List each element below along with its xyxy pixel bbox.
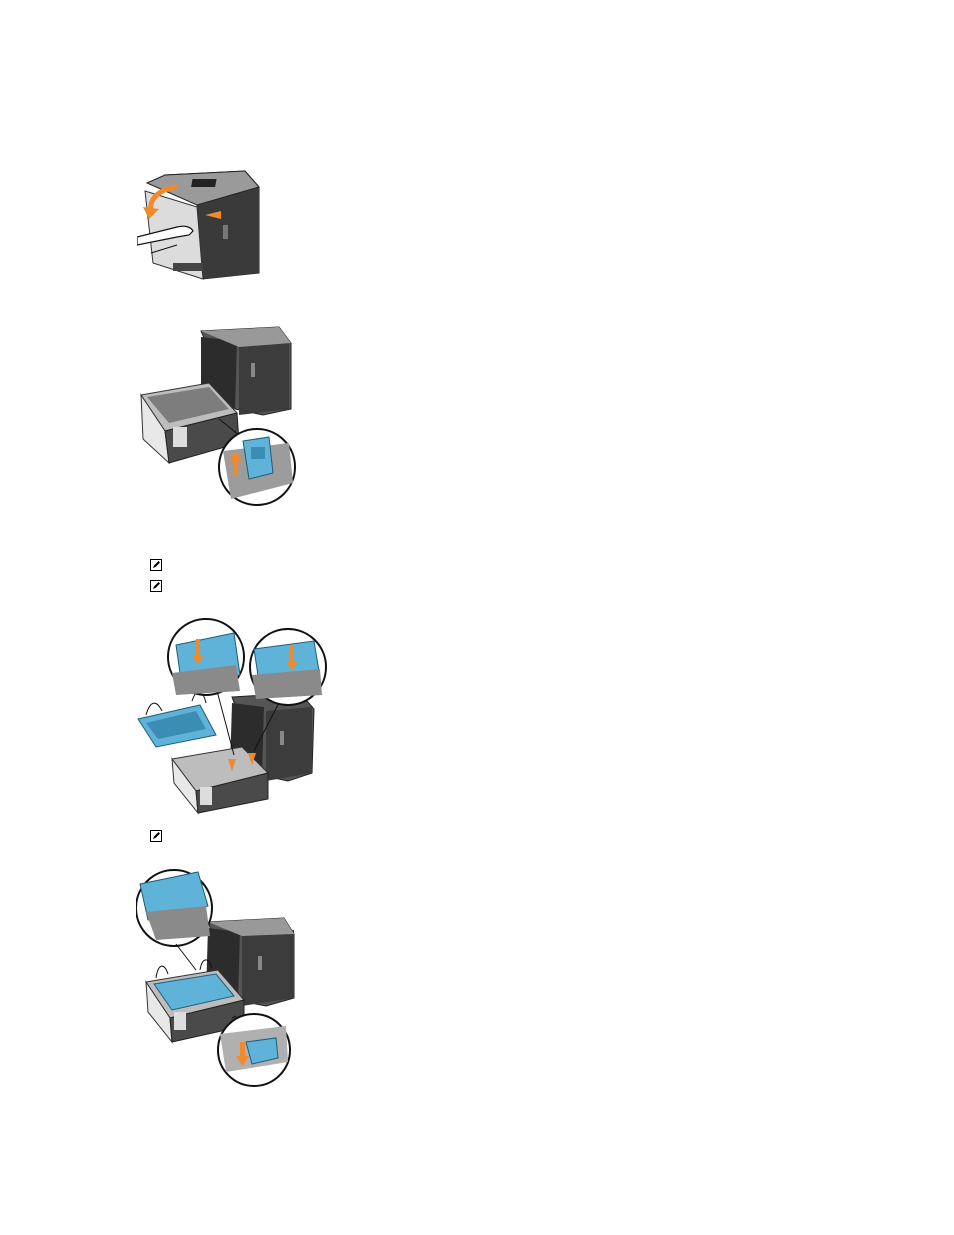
figure-open-front-cover — [137, 165, 261, 283]
note-pencil-icon — [150, 580, 162, 592]
figure-release-lever — [139, 323, 297, 507]
figure-lower-belt-unit — [136, 866, 298, 1088]
note-pencil-icon — [150, 830, 162, 842]
figure-insert-belt-unit — [136, 615, 330, 815]
note-pencil-icon — [150, 559, 162, 571]
